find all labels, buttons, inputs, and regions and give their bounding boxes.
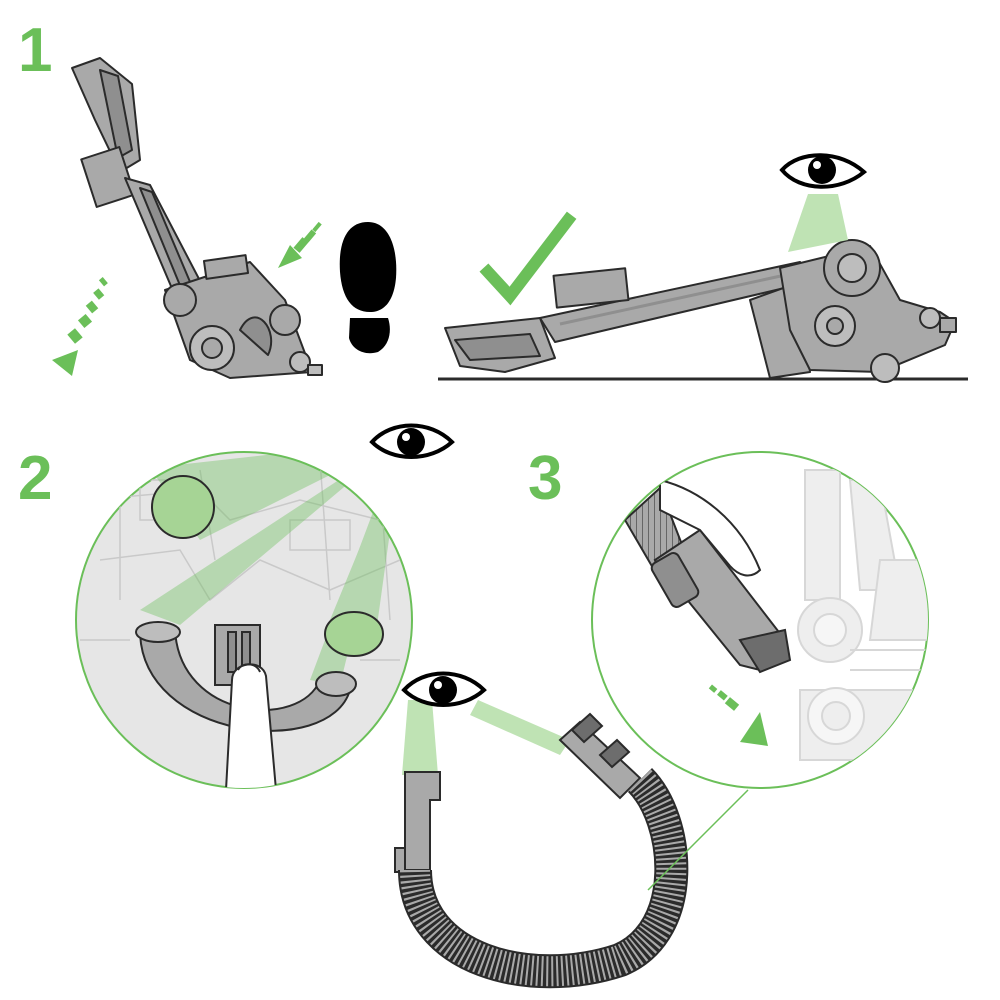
footprint-icon — [340, 222, 397, 353]
inspect-spot-lower — [325, 612, 383, 656]
eye-icon — [372, 426, 452, 458]
eye-icon — [782, 155, 864, 187]
arrow-down-left-icon — [278, 222, 322, 268]
upright-machine-tilted — [72, 58, 322, 378]
upright-machine-flat — [445, 240, 956, 382]
eye-icon — [404, 674, 484, 706]
inspect-spot-upper — [152, 476, 214, 538]
closeup-circle-2 — [76, 440, 412, 790]
hose-tool — [395, 700, 671, 971]
arrow-down-left-icon — [52, 277, 108, 376]
closeup-circle-3 — [592, 452, 930, 788]
